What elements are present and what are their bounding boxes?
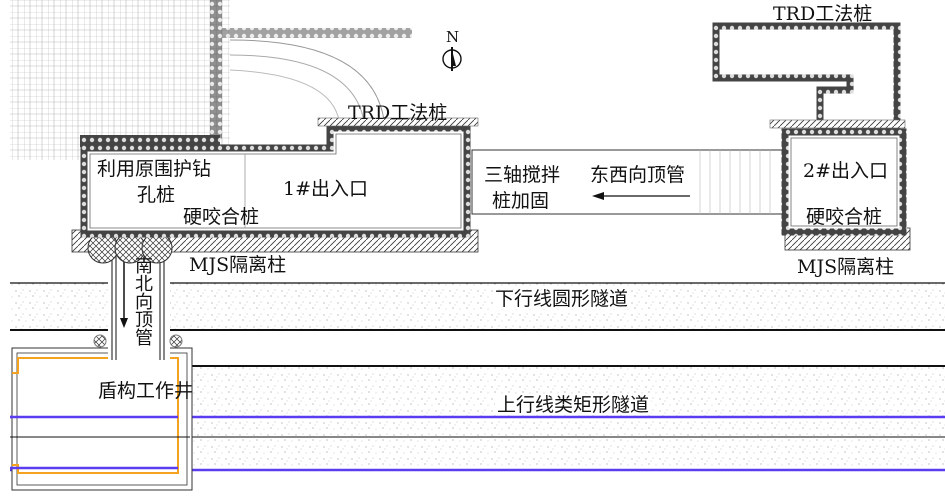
entrance-2-name: 2#出入口: [803, 160, 889, 182]
existing-building: [10, 0, 412, 160]
shield-well-label: 盾构工作井: [98, 380, 194, 402]
entrance-2: [712, 22, 911, 251]
pile-label-line2: 孔桩: [137, 184, 176, 206]
trd-label-2: TRD工法桩: [773, 3, 873, 25]
secant-pile-label-1: 硬咬合桩: [183, 206, 260, 228]
trd-label-1: TRD工法桩: [348, 102, 448, 124]
entrance-1-name: 1#出入口: [283, 178, 369, 200]
entrance-1: [71, 117, 479, 264]
pile-label-line1: 利用原围护钻: [97, 158, 212, 180]
down-line-label: 下行线圆形隧道: [493, 288, 631, 310]
reinforce-label-line2: 桩加固: [492, 190, 550, 212]
up-line-label: 上行线类矩形隧道: [495, 394, 652, 416]
mjs-label-2: MJS隔离柱: [795, 256, 897, 278]
north-label: N: [446, 28, 460, 46]
north-arrow-icon: [442, 47, 462, 71]
mjs-label-1: MJS隔离柱: [187, 254, 289, 276]
shield-well: [10, 347, 193, 491]
ew-pipe-label: 东西向顶管: [590, 164, 686, 186]
ns-pipe-label: 南北向顶管: [132, 256, 153, 346]
connector-pipe: [471, 149, 783, 215]
reinforce-label-line1: 三轴搅拌: [484, 164, 561, 186]
secant-pile-label-2: 硬咬合桩: [806, 206, 883, 228]
